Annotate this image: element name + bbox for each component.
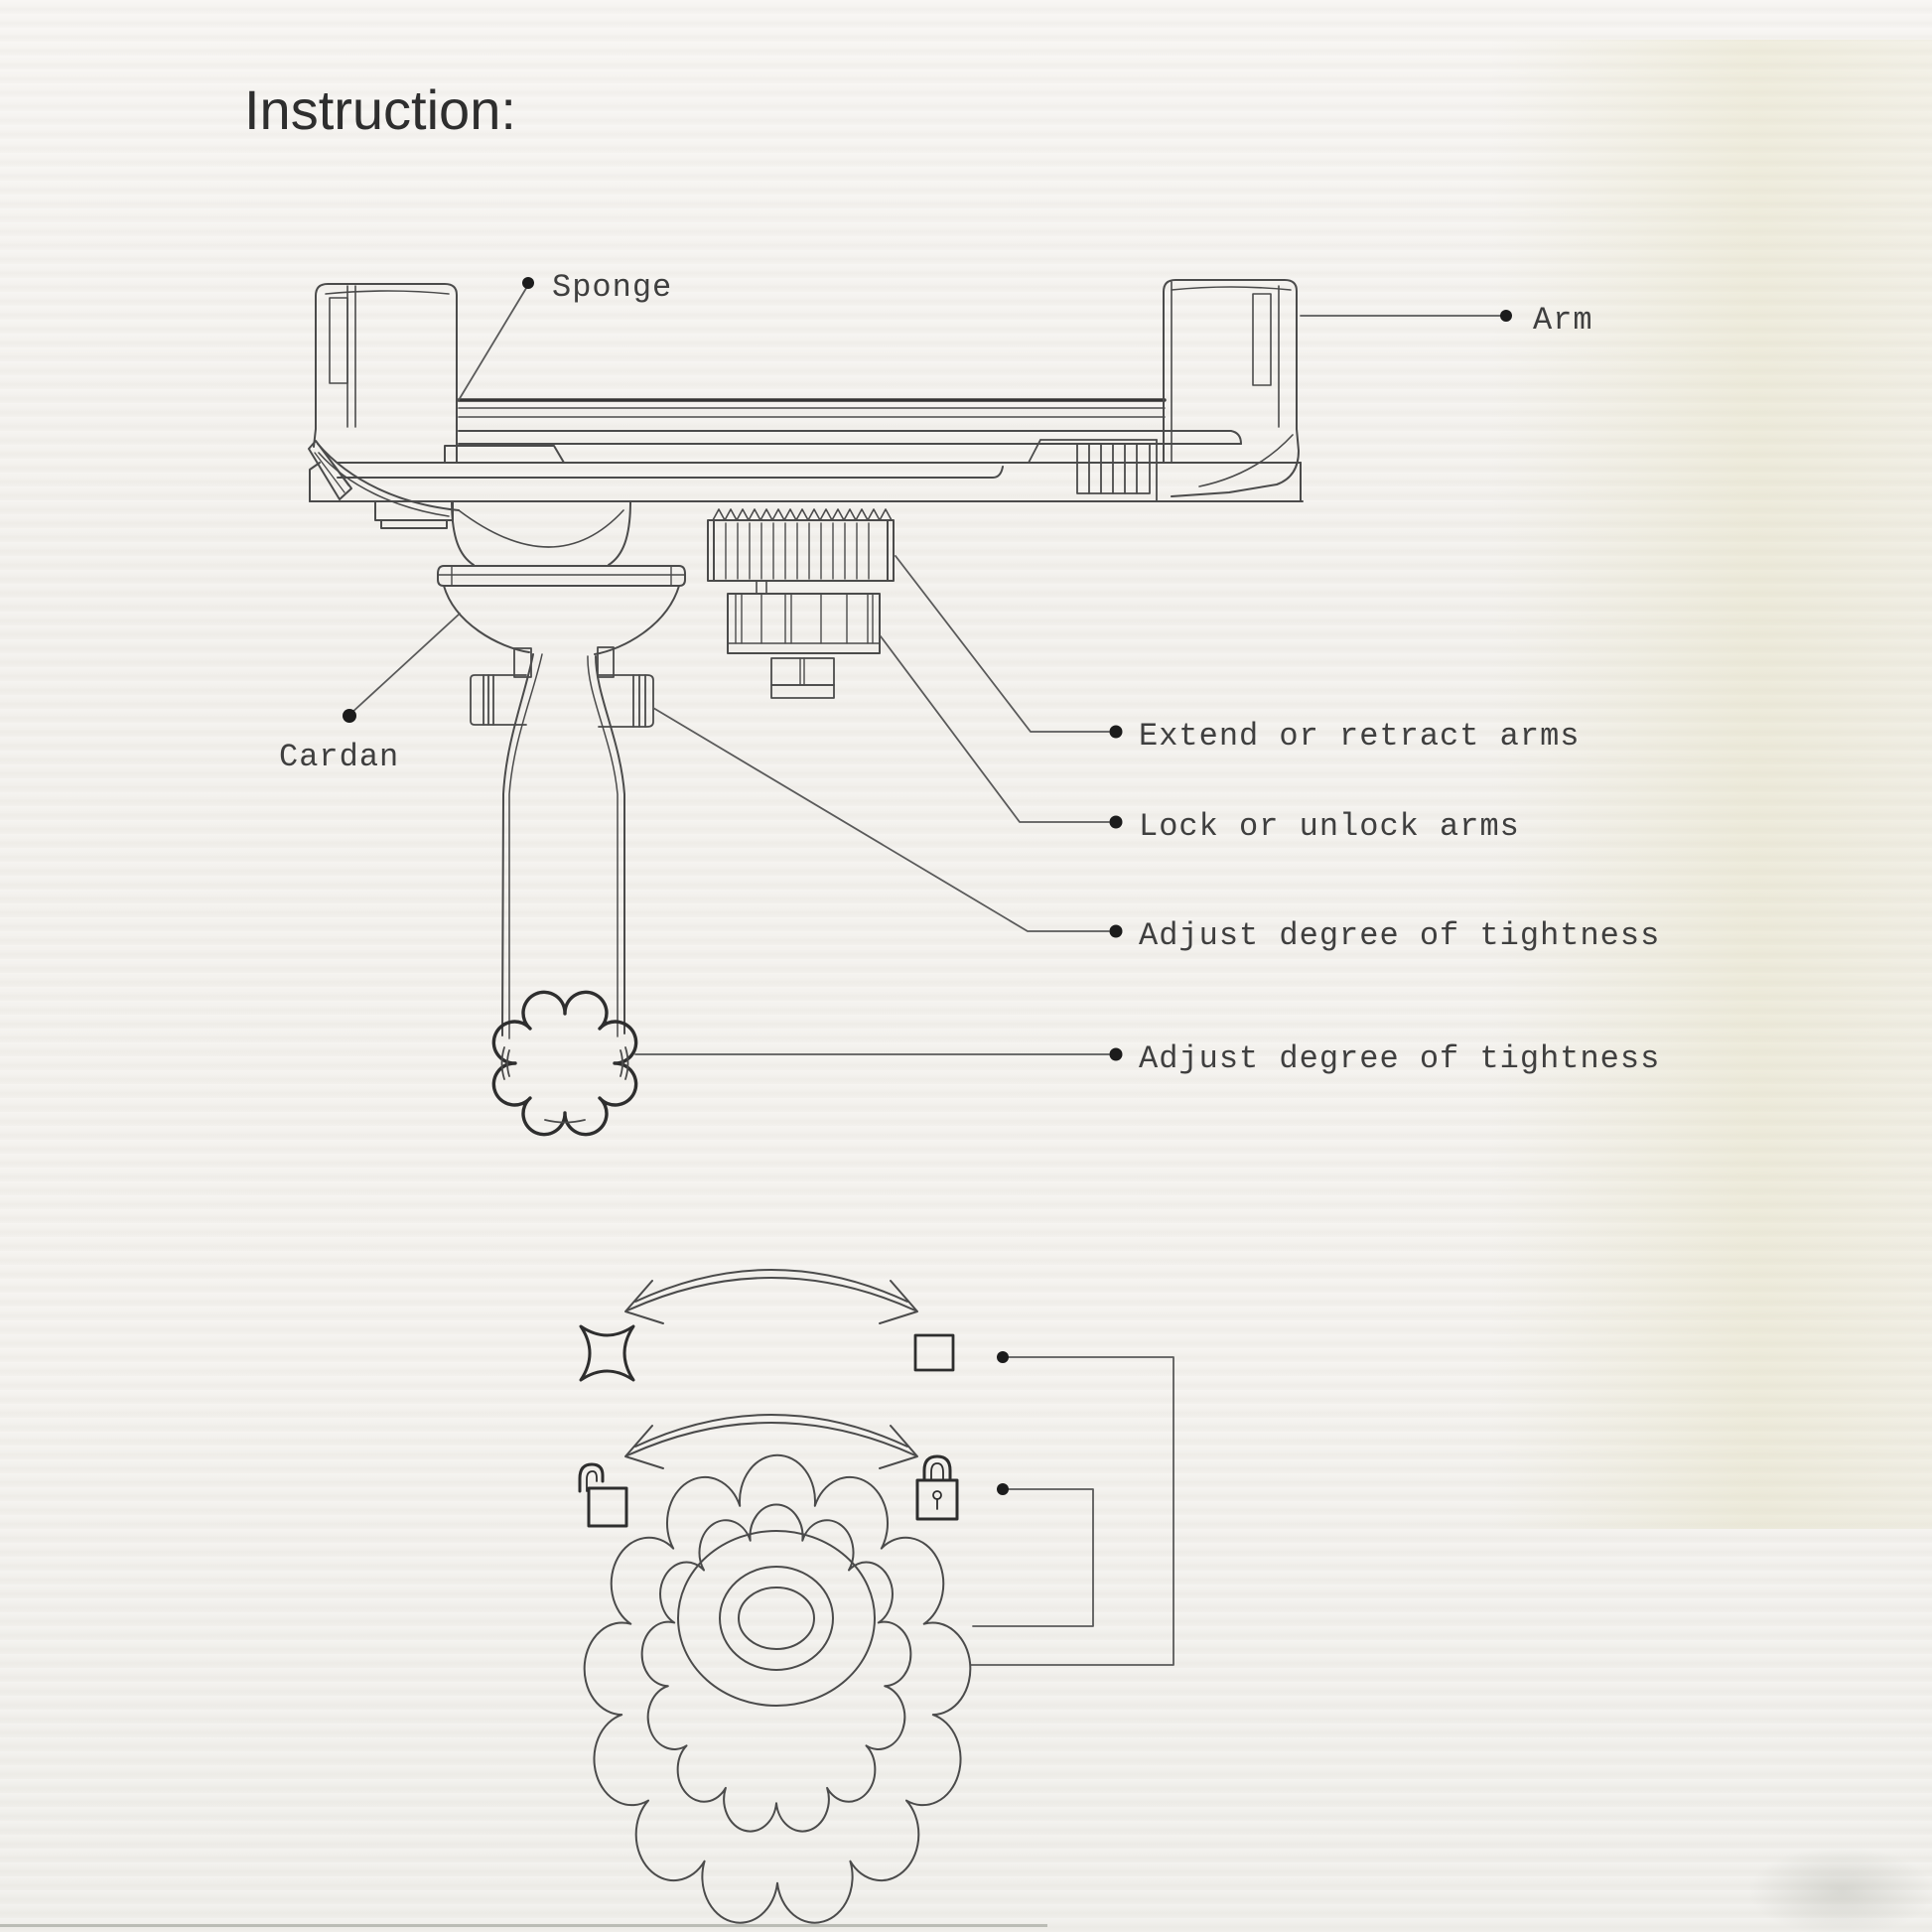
scan-artifact-line [0, 1924, 1047, 1927]
label-extend-arms: Extend or retract arms [1139, 718, 1580, 755]
holder-side-view [308, 279, 1304, 1137]
square-icon [913, 1333, 955, 1372]
lock-knob [727, 580, 881, 654]
square-connector-dot [997, 1351, 1009, 1363]
label-arm: Arm [1533, 302, 1593, 339]
bolt [770, 657, 835, 699]
rotation-diagram [578, 1269, 1174, 1923]
scan-smudge [1747, 1847, 1932, 1932]
sponge-leader-line [458, 284, 529, 401]
rotate-arrow-bottom-icon [624, 1414, 918, 1469]
unlock-icon [578, 1462, 628, 1528]
label-adjust-ball: Adjust degree of tightness [1139, 917, 1660, 954]
lock-connector-line [972, 1488, 1094, 1627]
leader-lines [349, 284, 1502, 1055]
slide-rail [458, 430, 1242, 445]
label-sponge: Sponge [552, 269, 672, 306]
extend-leader-line [895, 555, 1110, 733]
clamp-wing-nuts [470, 646, 654, 728]
label-cardan: Cardan [279, 739, 399, 775]
adjust-ball-dot [1109, 924, 1123, 938]
lock-icon [915, 1454, 959, 1521]
extend-dot [1109, 725, 1123, 739]
label-adjust-clamp: Adjust degree of tightness [1139, 1040, 1660, 1077]
rack-teeth [1028, 439, 1158, 502]
left-arm [308, 283, 460, 517]
gear-icon [585, 1455, 971, 1923]
adjust-ball-leader-line [652, 707, 1110, 932]
page-title: Instruction: [244, 78, 516, 141]
lock-connector-dot [997, 1483, 1009, 1495]
sponge-rail [457, 398, 1167, 418]
base-plate [309, 445, 1304, 529]
lock-dot [1109, 815, 1123, 829]
leader-dots [343, 277, 1512, 1061]
arm-dot [1500, 310, 1512, 322]
adjust-clamp-dot [1109, 1047, 1123, 1061]
sponge-dot [522, 277, 534, 289]
cardan-ball-joint [437, 500, 686, 655]
lock-leader-line [880, 635, 1110, 823]
rotate-arrow-top-icon [624, 1269, 918, 1324]
cam-square-icon [579, 1324, 635, 1382]
cardan-dot [343, 709, 356, 723]
label-lock-arms: Lock or unlock arms [1139, 808, 1520, 845]
clamp-shaft [501, 653, 625, 1039]
connector-lines [970, 1356, 1174, 1666]
square-connector-line [970, 1356, 1174, 1666]
extend-gear-knob [707, 508, 895, 582]
right-arm [1163, 279, 1300, 497]
star-knob [491, 990, 638, 1137]
cardan-leader-line [349, 613, 461, 715]
